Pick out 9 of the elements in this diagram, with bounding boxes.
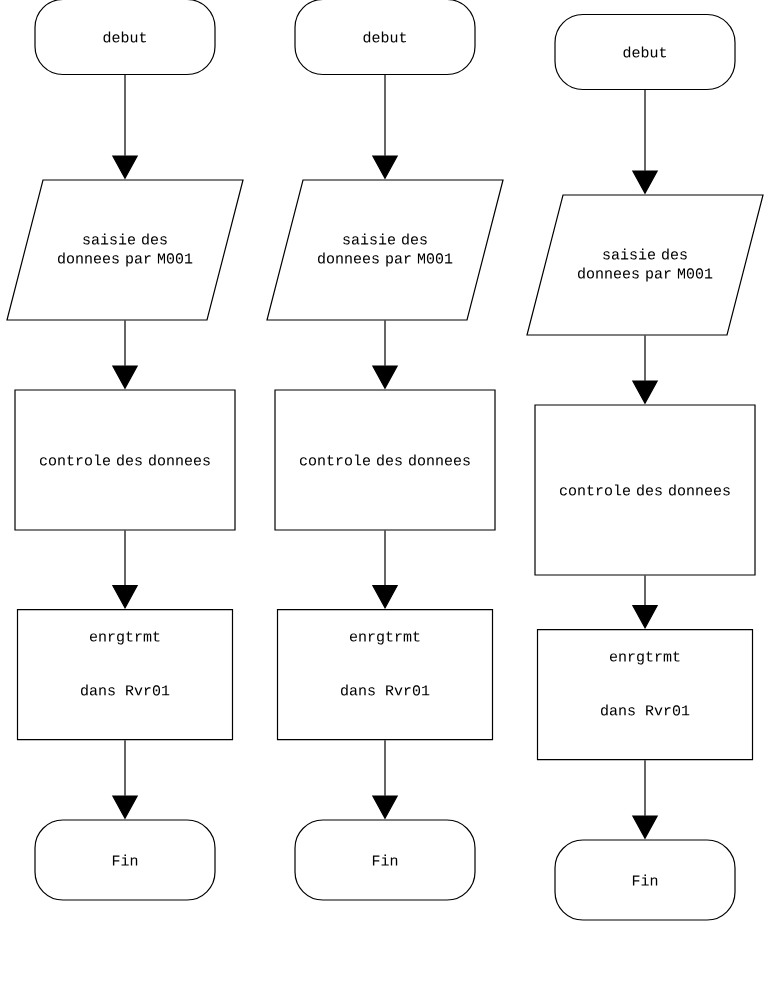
database-cylinder: enrgtrmt dans Rvr01 xyxy=(536,629,754,761)
input-parallelogram: saisie des donnees par M001 xyxy=(266,179,504,321)
database-cylinder: enrgtrmt dans Rvr01 xyxy=(276,609,494,741)
process-box: controle des donnees xyxy=(14,389,236,531)
process-box: controle des donnees xyxy=(534,404,756,576)
process-box: controle des donnees xyxy=(274,389,496,531)
input-parallelogram: saisie des donnees par M001 xyxy=(6,179,244,321)
database-cylinder: enrgtrmt dans Rvr01 xyxy=(16,609,234,741)
input-parallelogram: saisie des donnees par M001 xyxy=(526,194,764,336)
